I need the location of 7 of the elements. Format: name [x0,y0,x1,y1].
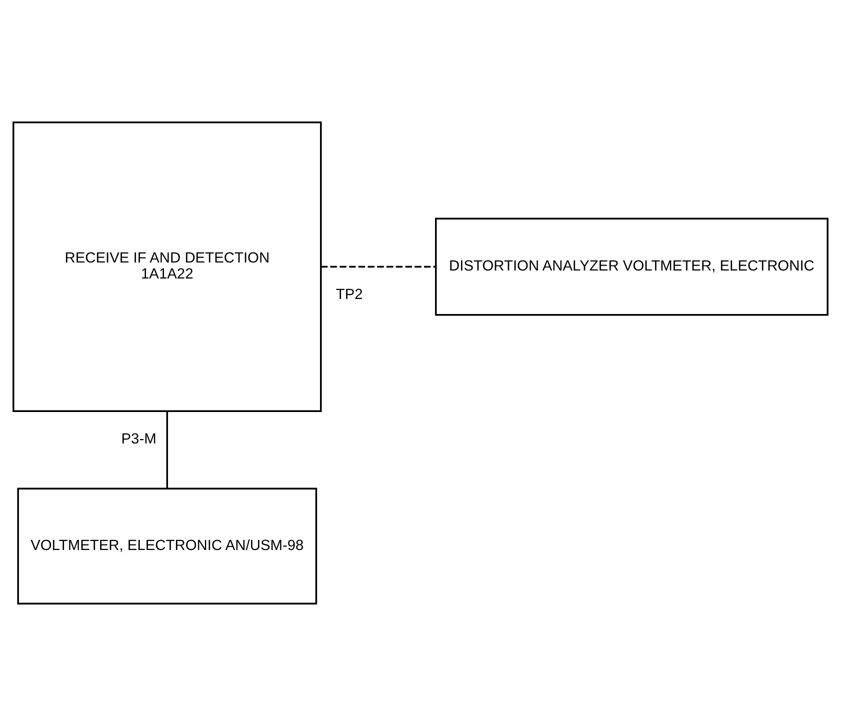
connector [321,265,436,268]
connector [166,410,168,488]
node-box: RECEIVE IF AND DETECTION 1A1A22 [12,120,322,412]
edge-label: TP2 [336,286,363,302]
node-box: VOLTMETER, ELECTRONIC AN/USM-98 [17,487,318,604]
node-box: DISTORTION ANALYZER VOLTMETER, ELECTRONIC [435,217,828,316]
edge-label: P3-M [121,430,156,447]
